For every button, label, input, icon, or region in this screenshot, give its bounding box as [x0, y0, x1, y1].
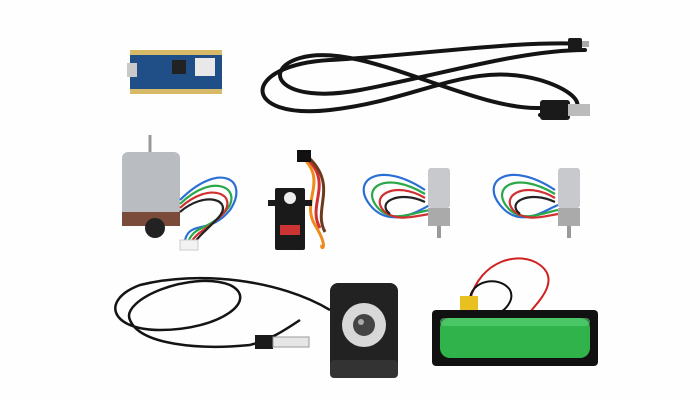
webcam-cable [114, 276, 331, 349]
gear-motor-left [362, 168, 450, 238]
usb-cable [260, 38, 590, 120]
dc-motor [122, 135, 238, 251]
webcam [330, 283, 398, 378]
battery-holder [432, 257, 598, 366]
servo-motor [268, 150, 327, 250]
gear-motor-right [492, 168, 580, 238]
microcontroller-board [127, 50, 222, 94]
